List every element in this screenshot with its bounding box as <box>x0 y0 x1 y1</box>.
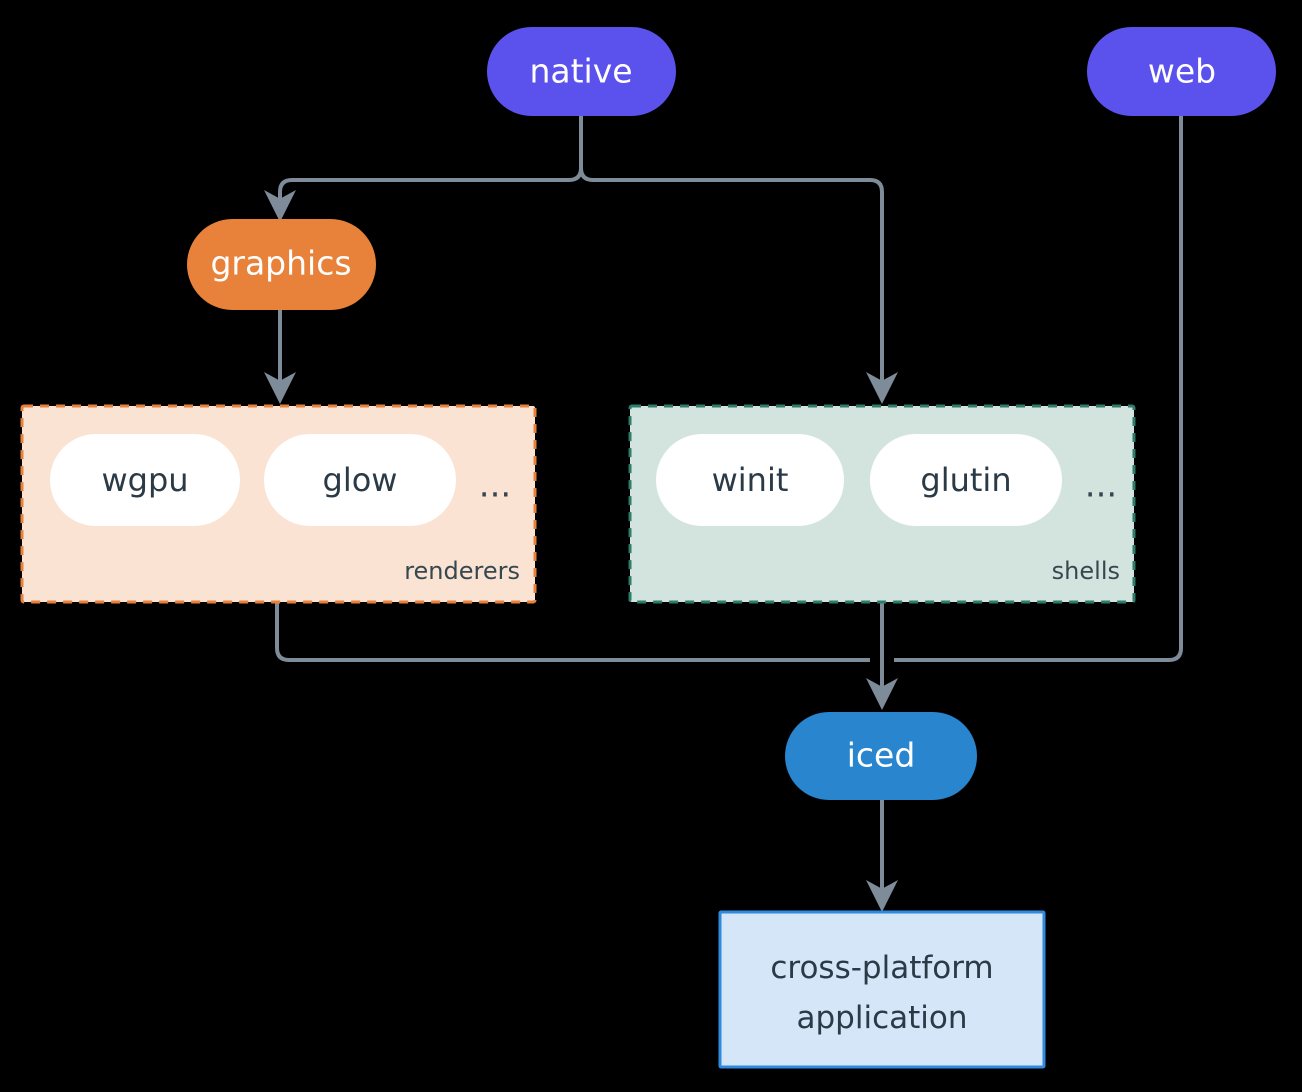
pill-glow-label: glow <box>323 461 398 499</box>
application-label-line-2: application <box>797 1000 968 1036</box>
edge-web-iced <box>894 116 1183 662</box>
pill-wgpu[interactable] <box>50 434 240 526</box>
graphics-label: graphics <box>210 244 351 283</box>
web-shape <box>1087 27 1276 116</box>
iced-shape <box>785 712 977 800</box>
group-shells[interactable]: winit glutin ... shells <box>628 404 1136 604</box>
edge-renderers-iced <box>275 602 870 662</box>
pill-glutin-label: glutin <box>920 461 1011 499</box>
graphics-shape <box>187 219 376 310</box>
group-renderers[interactable]: wgpu glow ... renderers <box>20 404 537 604</box>
pill-winit[interactable] <box>656 434 844 526</box>
node-application[interactable]: cross-platform application <box>718 910 1046 1069</box>
renderers-ellipsis: ... <box>479 466 511 506</box>
pill-wgpu-label: wgpu <box>101 461 188 499</box>
shells-caption: shells <box>1052 557 1120 585</box>
node-graphics[interactable]: graphics <box>187 219 376 310</box>
node-iced[interactable]: iced <box>785 712 977 800</box>
shells-ellipsis: ... <box>1085 466 1117 506</box>
pill-glutin[interactable] <box>870 434 1062 526</box>
web-label: web <box>1148 52 1216 91</box>
node-native[interactable]: native <box>487 27 676 116</box>
application-box <box>718 910 1046 1069</box>
iced-label: iced <box>847 736 916 775</box>
native-label: native <box>529 52 632 91</box>
native-shape <box>487 27 676 116</box>
pill-glow[interactable] <box>264 434 456 526</box>
application-label-line-1: cross-platform <box>770 950 993 986</box>
node-web[interactable]: web <box>1087 27 1276 116</box>
pill-winit-label: winit <box>712 461 789 499</box>
edge-native-split <box>264 116 898 404</box>
renderers-caption: renderers <box>404 557 520 585</box>
